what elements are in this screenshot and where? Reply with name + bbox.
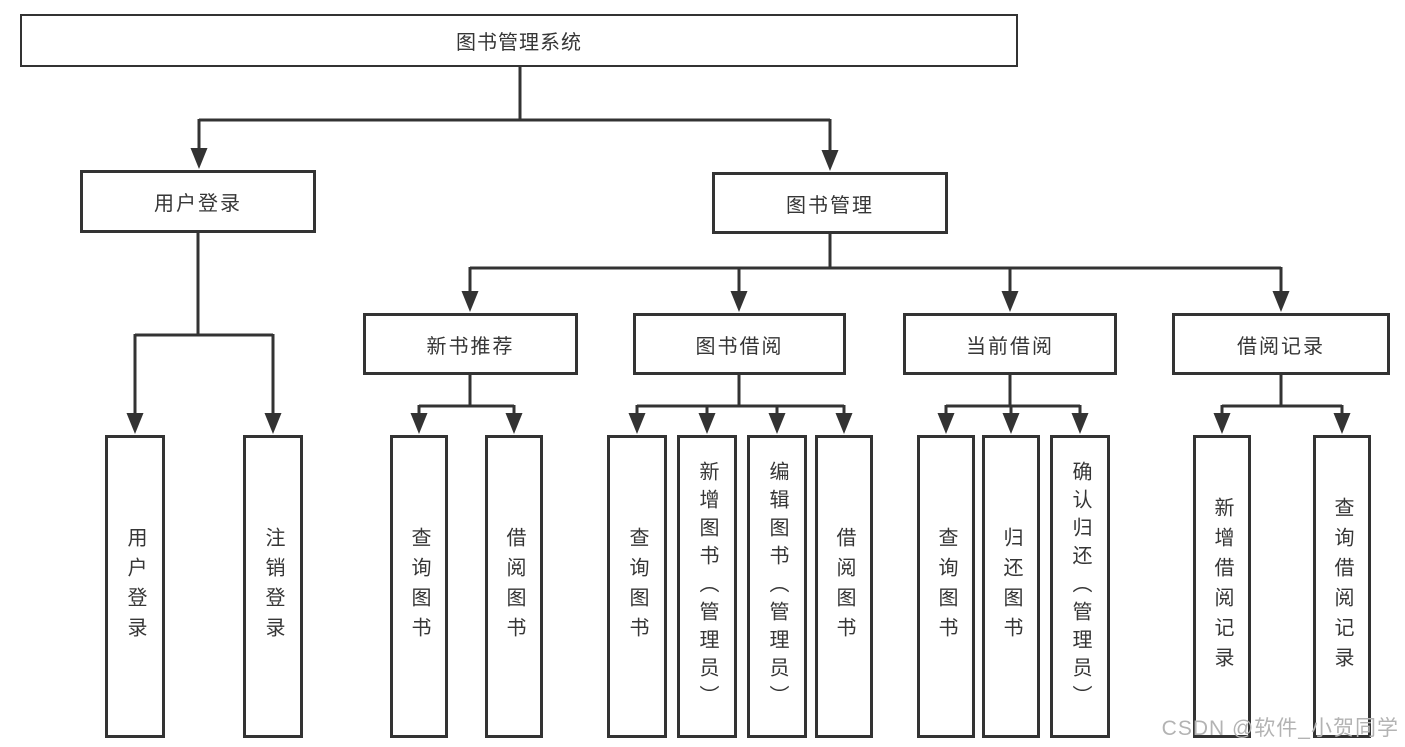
arrowhead [628,413,646,434]
arrowhead [461,291,479,312]
arrowhead [730,291,748,312]
leaf-return-books: 归还图书 [982,435,1040,738]
arrowhead [1333,413,1351,434]
arrowhead [937,413,955,434]
leaf-add-books-admin: 新增图书（管理员） [677,435,737,738]
leaf-logout: 注销登录 [243,435,303,738]
node-user-login: 用户登录 [80,170,316,233]
leaf-borrow-books: 借阅图书 [815,435,873,738]
arrowhead [835,413,853,434]
arrowhead [768,413,786,434]
node-new-book-recommend: 新书推荐 [363,313,578,375]
arrowhead [1002,413,1020,434]
node-borrowing-records: 借阅记录 [1172,313,1390,375]
arrowhead [264,413,282,434]
arrowhead [1213,413,1231,434]
arrowhead [1071,413,1089,434]
arrowhead [1272,291,1290,312]
leaf-query-books-recommend: 查询图书 [390,435,448,738]
leaf-borrow-books-recommend: 借阅图书 [485,435,543,738]
arrowhead [505,413,523,434]
arrowhead [821,150,839,171]
leaf-add-borrow-record: 新增借阅记录 [1193,435,1251,738]
node-book-borrowing: 图书借阅 [633,313,846,375]
arrowhead [1001,291,1019,312]
arrowhead [126,413,144,434]
arrowhead [190,148,208,169]
leaf-query-borrow-record: 查询借阅记录 [1313,435,1371,738]
node-root: 图书管理系统 [20,14,1018,67]
node-book-management: 图书管理 [712,172,948,234]
watermark: CSDN @软件_小贺同学 [1161,717,1399,740]
arrowhead [410,413,428,434]
leaf-user-login: 用户登录 [105,435,165,738]
leaf-edit-books-admin: 编辑图书（管理员） [747,435,807,738]
node-current-borrowing: 当前借阅 [903,313,1117,375]
leaf-query-books-current: 查询图书 [917,435,975,738]
leaf-confirm-return-admin: 确认归还（管理员） [1050,435,1110,738]
arrowhead [698,413,716,434]
leaf-query-books-borrow: 查询图书 [607,435,667,738]
